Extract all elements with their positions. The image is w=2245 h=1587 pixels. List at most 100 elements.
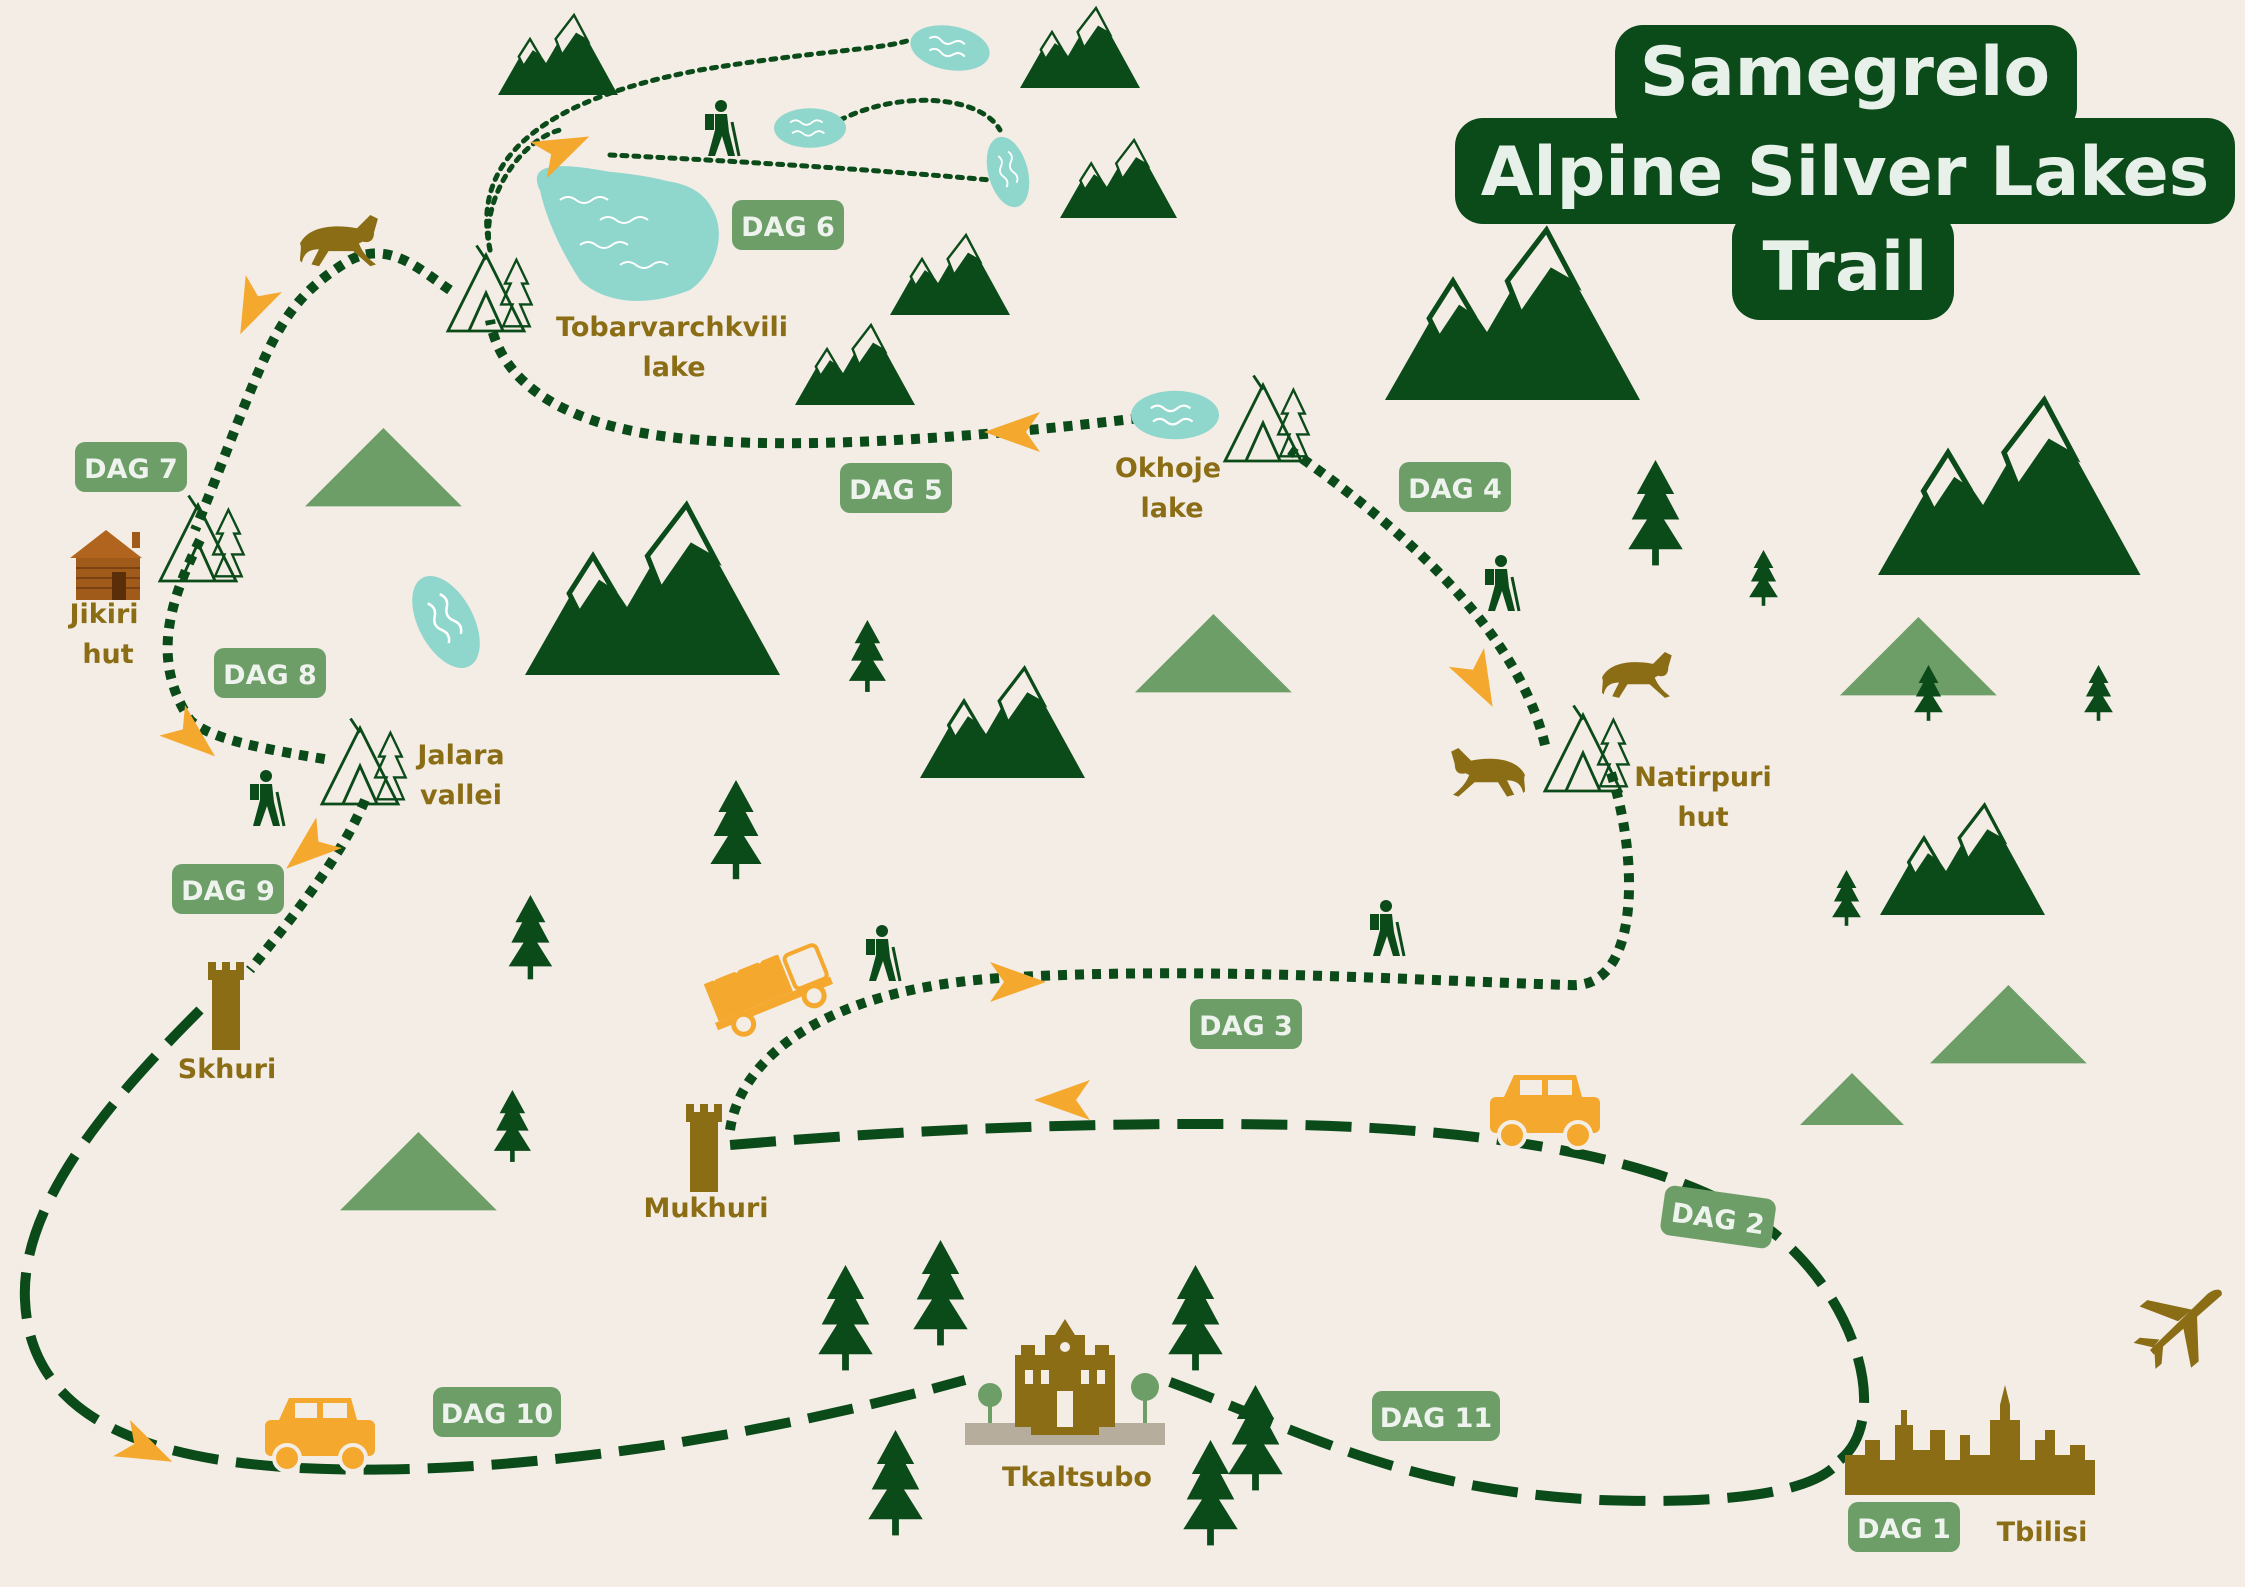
hiker-icon	[703, 98, 741, 158]
buildings-layer	[70, 530, 2222, 1495]
jeep-icon	[1488, 1073, 1602, 1150]
hill-icon	[340, 1132, 497, 1211]
cathedral-icon	[965, 1319, 1165, 1445]
pine-tree-icon	[1228, 1385, 1283, 1491]
title-block: Samegrelo Alpine Silver Lakes Trail	[1455, 25, 2235, 320]
day-badge-11: DAG 11	[1372, 1391, 1500, 1441]
airplane-icon	[2133, 1289, 2222, 1369]
tent-icon	[320, 717, 408, 806]
day-label: DAG 1	[1857, 1514, 1951, 1545]
horse-icon	[1451, 748, 1525, 797]
hill-icon	[1135, 614, 1292, 693]
place-jikiri-1: Jikiri	[67, 599, 138, 630]
day-label: DAG 4	[1408, 474, 1502, 505]
tower-icon	[208, 962, 244, 1050]
mountain-icon	[793, 323, 917, 407]
mountain-icon	[1018, 6, 1142, 90]
pine-tree-icon	[2084, 665, 2113, 721]
place-okhoje-1: Okhoje	[1115, 453, 1221, 484]
hiker-icon	[1483, 553, 1521, 613]
truck-icon	[703, 943, 833, 1037]
route-dag-4	[1287, 445, 1550, 747]
hill-icon	[1800, 1073, 1904, 1125]
day-badge-9: DAG 9	[172, 864, 284, 914]
jeep-icon	[263, 1396, 377, 1473]
title-line-2: Alpine Silver Lakes	[1481, 133, 2210, 212]
place-tbilisi: Tbilisi	[1997, 1517, 2088, 1548]
day-badge-1: DAG 1	[1848, 1502, 1960, 1552]
skyline-icon	[1845, 1385, 2095, 1495]
tent-icon	[1543, 704, 1631, 793]
mountain-icon	[1878, 400, 2141, 575]
route-dag-9	[246, 798, 370, 974]
mountain-icon	[918, 666, 1087, 780]
direction-arrow-icon	[1448, 648, 1511, 717]
hill-icon	[1930, 985, 2087, 1064]
tower-icon	[686, 1104, 722, 1192]
horse-icon	[1602, 652, 1672, 698]
place-tobarvarchkvili-2: lake	[642, 352, 705, 383]
day-label: DAG 10	[441, 1399, 553, 1430]
place-skhuri: Skhuri	[178, 1054, 276, 1085]
day-label: DAG 3	[1199, 1011, 1293, 1042]
lake-icon	[1129, 389, 1221, 441]
mountain-icon	[496, 13, 620, 97]
pine-tree-icon	[868, 1430, 923, 1536]
place-tobarvarchkvili-1: Tobarvarchkvili	[556, 312, 788, 343]
pine-tree-icon	[1168, 1265, 1223, 1371]
day-label: DAG 8	[223, 660, 317, 691]
route-dag-7	[190, 248, 453, 532]
tent-icon	[158, 494, 246, 583]
day-badge-10: DAG 10	[433, 1387, 561, 1437]
route-dag-1-2	[729, 1119, 1870, 1464]
place-labels: Tbilisi Tkaltsubo Mukhuri Skhuri Natirpu…	[67, 312, 2087, 1548]
mountain-icon	[888, 233, 1012, 317]
hiker-icon	[864, 923, 902, 983]
hiker-icon	[248, 768, 286, 828]
mountain-icon	[1878, 803, 2047, 917]
place-natirpuri-2: hut	[1677, 802, 1728, 833]
place-jikiri-2: hut	[82, 639, 133, 670]
cabin-icon	[70, 530, 142, 600]
mountain-icon	[1058, 138, 1179, 220]
pine-tree-icon	[1749, 550, 1778, 606]
day-badge-3: DAG 3	[1190, 999, 1302, 1049]
tent-icon	[1223, 374, 1311, 463]
place-jalara-1: Jalara	[415, 740, 504, 771]
pine-tree-icon	[913, 1240, 968, 1346]
pine-tree-icon	[848, 620, 886, 692]
day-badge-5: DAG 5	[840, 463, 952, 513]
route-dag-6-c	[607, 152, 993, 183]
route-dag-6-b	[486, 127, 563, 253]
day-label: DAG 5	[849, 475, 943, 506]
day-badge-2: DAG 2	[1660, 1185, 1776, 1249]
day-badge-4: DAG 4	[1399, 462, 1511, 512]
direction-arrow-icon	[222, 275, 282, 343]
lake-icon	[978, 131, 1038, 213]
mountain-icon	[525, 505, 780, 675]
day-badges: DAG 1 DAG 2 DAG 3 DAG 4 DAG 5 DAG 6 DAG …	[75, 200, 1960, 1552]
camps-layer	[158, 244, 1631, 806]
pine-tree-icon	[818, 1265, 873, 1371]
route-dag-6-d	[837, 97, 1003, 133]
day-badge-8: DAG 8	[214, 648, 326, 698]
place-tkaltsubo: Tkaltsubo	[1002, 1462, 1152, 1493]
day-label: DAG 9	[181, 876, 275, 907]
direction-arrow-icon	[1034, 1080, 1090, 1120]
pine-tree-icon	[508, 895, 553, 980]
day-label: DAG 6	[741, 212, 835, 243]
route-dag-11	[1168, 1377, 1845, 1506]
place-natirpuri-1: Natirpuri	[1634, 762, 1771, 793]
vehicles-layer	[263, 943, 1602, 1473]
place-okhoje-2: lake	[1140, 493, 1203, 524]
lake-icon	[536, 166, 719, 301]
lake-icon	[396, 563, 496, 681]
lake-icon	[773, 107, 847, 149]
hill-icon	[1840, 617, 1997, 696]
title-line-3: Trail	[1763, 228, 1928, 307]
pine-tree-icon	[1832, 870, 1861, 926]
day-badge-7: DAG 7	[75, 442, 187, 492]
lakes-layer	[396, 18, 1221, 681]
mountain-icon	[1385, 230, 1640, 400]
